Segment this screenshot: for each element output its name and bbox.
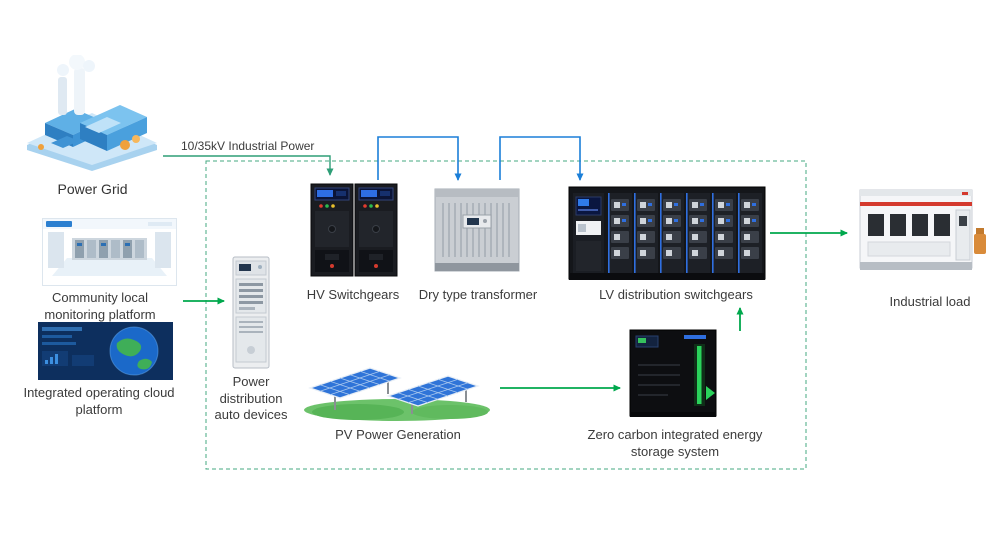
community-platform-illustration: [42, 218, 177, 286]
dry-transformer-label: Dry type transformer: [418, 287, 538, 302]
cloud-dashboard-screenshot-icon: [38, 322, 173, 380]
lv-switchgears-label: LV distribution switchgears: [599, 287, 753, 302]
solar-panels-icon: [304, 367, 490, 421]
grid-to-hv-arrow: [163, 155, 334, 176]
power-grid-label: Power Grid: [57, 181, 128, 197]
community-platform-label: Community local monitoring platform: [44, 290, 156, 322]
battery-cabinet-icon: [629, 329, 717, 417]
auto-devices-illustration: [232, 255, 270, 370]
transformer-cabinet-icon: [434, 188, 520, 272]
transformer-to-lv-connector: [499, 136, 584, 181]
industrial-machine-icon: [859, 189, 986, 270]
hv-switchgears-illustration: [310, 180, 398, 280]
pv-generation-label: PV Power Generation: [335, 427, 461, 442]
control-cabinet-icon: [232, 256, 270, 369]
pv-generation-illustration: [300, 350, 495, 422]
power-grid-illustration: [25, 55, 160, 173]
industrial-load-illustration: [858, 180, 990, 280]
storage-system-label: Zero carbon integrated energy storage sy…: [587, 427, 763, 459]
hv-to-transformer-connector: [377, 136, 462, 181]
industrial-load-label: Industrial load: [889, 294, 971, 309]
industrial-power-label: 10/35kV Industrial Power: [181, 139, 315, 153]
monitoring-room-screenshot-icon: [42, 218, 177, 286]
cloud-platform-label: Integrated operating cloud platform: [23, 385, 175, 417]
power-plant-icon: [27, 55, 157, 171]
lv-panel-icon: [568, 186, 766, 280]
storage-system-illustration: [628, 328, 718, 420]
dry-transformer-illustration: [433, 185, 521, 277]
lv-switchgears-illustration: [568, 185, 766, 285]
hv-cabinet-icon: [310, 183, 398, 277]
auto-devices-label: Power distribution auto devices: [214, 374, 288, 423]
hv-switchgears-label: HV Switchgears: [306, 287, 400, 302]
cloud-platform-illustration: [38, 322, 173, 380]
